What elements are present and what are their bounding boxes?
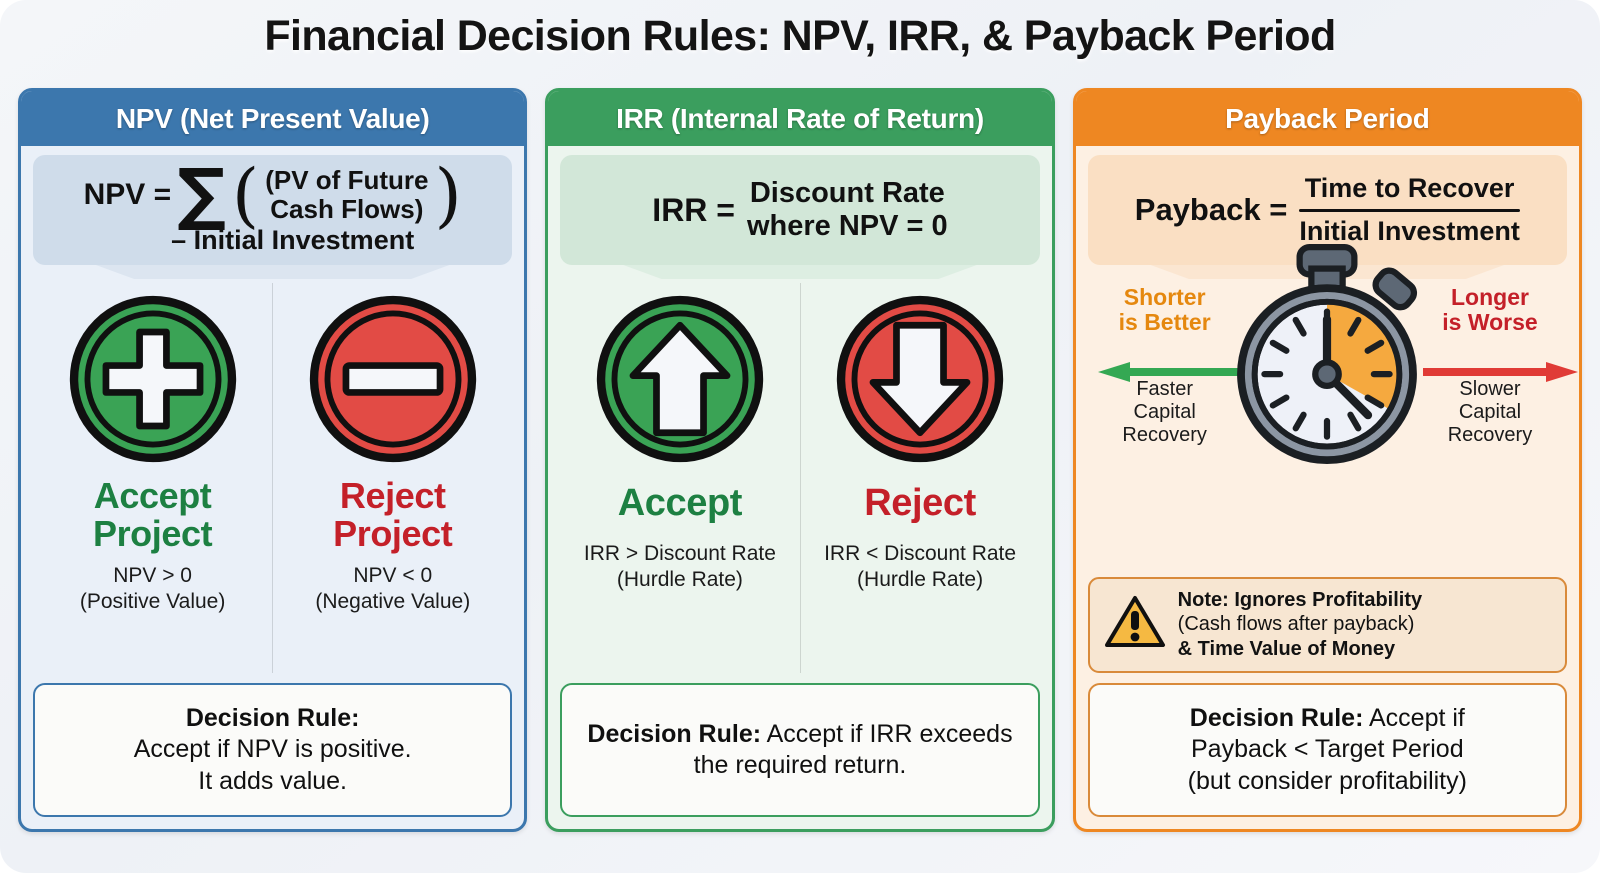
panel-npv-body: NPV = ∑ ( (PV of Future Cash Flows) ) – … bbox=[21, 146, 524, 829]
npv-formula-numerator: (PV of Future Cash Flows) bbox=[265, 164, 429, 224]
warning-triangle-icon bbox=[1104, 594, 1166, 655]
irr-verdicts: Accept IRR > Discount Rate (Hurdle Rate) bbox=[560, 283, 1039, 673]
npv-accept-title-line1: Accept bbox=[93, 475, 212, 516]
npv-verdicts: Accept Project NPV > 0 (Positive Value) bbox=[33, 283, 512, 673]
payback-longer-sub-line2: Capital bbox=[1458, 400, 1522, 423]
payback-longer-side: Longer is Worse Slower Capital Recovery bbox=[1415, 281, 1565, 447]
irr-formula: IRR = Discount Rate where NPV = 0 bbox=[652, 177, 947, 243]
irr-formula-rhs: Discount Rate where NPV = 0 bbox=[747, 177, 948, 243]
payback-formula: Payback = Time to Recover Initial Invest… bbox=[1135, 172, 1520, 249]
payback-shorter-sub-line2: Capital bbox=[1133, 400, 1196, 423]
irr-formula-rhs-line1: Discount Rate bbox=[749, 176, 945, 209]
minus-circle-icon bbox=[309, 295, 477, 463]
panel-irr-header: IRR (Internal Rate of Return) bbox=[548, 91, 1052, 146]
page-title: Financial Decision Rules: NPV, IRR, & Pa… bbox=[264, 12, 1336, 60]
npv-accept-sub-line1: NPV > 0 bbox=[113, 564, 192, 588]
npv-reject-sub-line2: (Negative Value) bbox=[315, 589, 471, 613]
npv-decision-rule: Decision Rule: Accept if NPV is positive… bbox=[33, 683, 513, 817]
npv-formula-numerator-line1: (PV of Future bbox=[265, 164, 429, 195]
npv-verdict-accept: Accept Project NPV > 0 (Positive Value) bbox=[33, 283, 272, 673]
irr-decision-rule: Decision Rule: Accept if IRR exceeds the… bbox=[560, 683, 1040, 817]
npv-formula-lhs: NPV = bbox=[83, 178, 172, 211]
npv-accept-title-line2: Project bbox=[92, 513, 213, 555]
payback-note-text: Note: Ignores Profitability (Cash flows … bbox=[1178, 588, 1422, 662]
irr-accept-sub-line1: IRR > Discount Rate bbox=[583, 542, 776, 566]
payback-note-line3: & Time Value of Money bbox=[1177, 638, 1396, 661]
payback-shorter-side: Shorter is Better Faster Capital Recover… bbox=[1090, 281, 1240, 447]
paren-close: ) bbox=[434, 153, 462, 236]
arrow-down-circle-icon bbox=[836, 295, 1004, 463]
npv-reject-title: Reject Project bbox=[333, 475, 453, 555]
panel-payback: Payback Period Payback = Time to Recover… bbox=[1072, 88, 1582, 832]
irr-accept-sub-line2: (Hurdle Rate) bbox=[616, 567, 743, 591]
payback-rule-line1: Accept if bbox=[1363, 703, 1465, 732]
irr-formula-box: IRR = Discount Rate where NPV = 0 bbox=[560, 155, 1040, 265]
irr-reject-sub: IRR < Discount Rate (Hurdle Rate) bbox=[824, 541, 1016, 592]
payback-shorter-sub-line1: Faster bbox=[1136, 377, 1193, 400]
arrow-up-circle-icon bbox=[596, 295, 764, 463]
npv-formula-box: NPV = ∑ ( (PV of Future Cash Flows) ) – … bbox=[33, 153, 513, 265]
irr-rule-text: Accept if IRR exceeds the required retur… bbox=[693, 719, 1013, 780]
payback-longer-head-line1: Longer bbox=[1451, 284, 1529, 310]
irr-reject-title: Reject bbox=[864, 482, 976, 524]
npv-rule-line1: Accept if NPV is positive. bbox=[133, 735, 412, 764]
payback-rule-line2: Payback < Target Period bbox=[1191, 735, 1464, 764]
payback-longer-sub-line3: Recovery bbox=[1447, 423, 1533, 446]
irr-accept-sub: IRR > Discount Rate (Hurdle Rate) bbox=[584, 541, 776, 592]
irr-formula-lhs: IRR = bbox=[652, 191, 735, 228]
npv-reject-title-line2: Project bbox=[333, 513, 453, 555]
payback-rule-line3: (but consider profitability) bbox=[1187, 766, 1467, 795]
npv-reject-title-line1: Reject bbox=[339, 475, 446, 516]
npv-formula-subtraction: – Initial Investment bbox=[171, 225, 415, 256]
payback-note-box: Note: Ignores Profitability (Cash flows … bbox=[1087, 576, 1567, 673]
npv-formula-numerator-line2: Cash Flows) bbox=[270, 194, 424, 224]
irr-accept-title: Accept bbox=[617, 482, 743, 524]
irr-reject-sub-line1: IRR < Discount Rate bbox=[824, 542, 1017, 566]
npv-rule-label: Decision Rule: bbox=[185, 703, 360, 732]
payback-shorter-head: Shorter is Better bbox=[1090, 284, 1240, 336]
payback-shorter-sub-line3: Recovery bbox=[1122, 423, 1207, 446]
panels-row: NPV (Net Present Value) NPV = ∑ ( (PV of… bbox=[18, 88, 1582, 832]
irr-verdict-reject: Reject IRR < Discount Rate (Hurdle Rate) bbox=[799, 283, 1040, 673]
payback-shorter-sub: Faster Capital Recovery bbox=[1090, 378, 1240, 448]
panel-payback-header: Payback Period bbox=[1075, 91, 1579, 146]
fraction-bar bbox=[1299, 208, 1520, 212]
npv-reject-sub-line1: NPV < 0 bbox=[353, 564, 433, 588]
npv-rule-line2: It adds value. bbox=[198, 766, 348, 795]
payback-rule-label: Decision Rule: bbox=[1189, 703, 1364, 732]
npv-reject-sub: NPV < 0 (Negative Value) bbox=[315, 563, 470, 614]
payback-longer-sub: Slower Capital Recovery bbox=[1415, 378, 1565, 448]
payback-formula-numerator: Time to Recover bbox=[1304, 172, 1515, 203]
stopwatch-icon bbox=[1220, 241, 1435, 481]
npv-formula: NPV = ∑ ( (PV of Future Cash Flows) ) – … bbox=[83, 153, 462, 256]
irr-formula-rhs-line2: where NPV = 0 bbox=[746, 210, 948, 242]
panel-npv-header: NPV (Net Present Value) bbox=[21, 91, 525, 146]
payback-longer-head-line2: is Worse bbox=[1442, 309, 1538, 336]
npv-accept-sub-line2: (Positive Value) bbox=[79, 589, 226, 613]
payback-formula-fraction: Time to Recover Initial Investment bbox=[1299, 172, 1520, 249]
payback-comparison: Shorter is Better Faster Capital Recover… bbox=[1088, 243, 1578, 571]
payback-formula-denominator: Initial Investment bbox=[1299, 215, 1520, 246]
payback-longer-sub-line1: Slower bbox=[1459, 377, 1521, 400]
irr-rule-label: Decision Rule: bbox=[587, 719, 762, 748]
payback-note-line1: Note: Ignores Profitability bbox=[1177, 588, 1423, 611]
payback-shorter-head-line1: Shorter bbox=[1123, 284, 1206, 310]
panel-npv: NPV (Net Present Value) NPV = ∑ ( (PV of… bbox=[18, 88, 528, 832]
summation-icon: ∑ bbox=[177, 154, 226, 234]
paren-open: ( bbox=[231, 153, 260, 236]
npv-accept-title: Accept Project bbox=[92, 475, 213, 555]
irr-reject-sub-line2: (Hurdle Rate) bbox=[857, 567, 984, 591]
npv-verdict-reject: Reject Project NPV < 0 (Negative Value) bbox=[272, 283, 512, 673]
npv-accept-sub: NPV > 0 (Positive Value) bbox=[80, 563, 226, 614]
irr-verdict-accept: Accept IRR > Discount Rate (Hurdle Rate) bbox=[560, 283, 799, 673]
payback-longer-head: Longer is Worse bbox=[1415, 284, 1565, 336]
plus-circle-icon bbox=[69, 295, 237, 463]
panel-payback-body: Payback = Time to Recover Initial Invest… bbox=[1076, 146, 1579, 829]
payback-shorter-head-line2: is Better bbox=[1118, 309, 1211, 336]
panel-irr-body: IRR = Discount Rate where NPV = 0 bbox=[548, 146, 1051, 829]
payback-formula-lhs: Payback = bbox=[1134, 192, 1288, 227]
payback-note-line2: (Cash flows after payback) bbox=[1177, 613, 1415, 636]
panel-irr: IRR (Internal Rate of Return) IRR = Disc… bbox=[545, 88, 1055, 832]
payback-decision-rule: Decision Rule: Accept if Payback < Targe… bbox=[1087, 683, 1567, 817]
